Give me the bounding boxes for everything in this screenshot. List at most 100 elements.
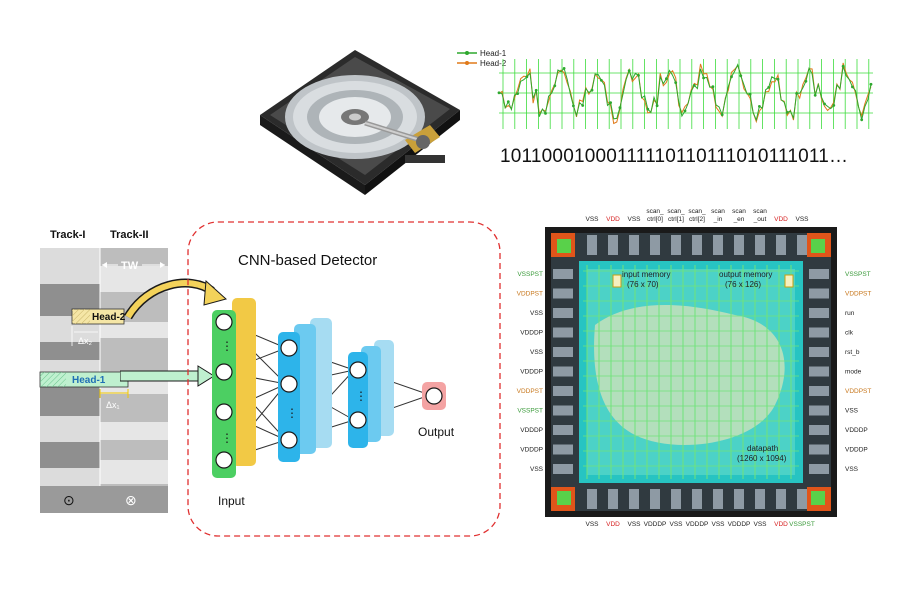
pin-label: VDDDP <box>520 447 543 454</box>
pad-top <box>650 235 660 255</box>
pin-label: VSSPST <box>789 521 815 528</box>
input-memory-size: (76 x 70) <box>627 280 659 289</box>
track-width-label: TW <box>121 260 139 272</box>
pad-left <box>553 464 573 474</box>
pad-left <box>553 347 573 357</box>
pin-label: rst_b <box>845 349 860 356</box>
pad-left <box>553 366 573 377</box>
pin-label: VSSPST <box>845 271 871 278</box>
sample-dot <box>497 91 501 95</box>
pad-right <box>809 386 829 396</box>
pin-label: VDDDP <box>845 447 868 454</box>
pin-label: VDDPST <box>517 291 543 298</box>
head2-offset-label: Δx₂ <box>78 336 93 346</box>
sample-dot <box>795 92 798 95</box>
sample-dot <box>785 111 789 114</box>
pin-label: VSS <box>711 521 725 528</box>
sample-dot <box>665 77 668 81</box>
pad-bottom <box>650 489 660 509</box>
pin-label: VDD <box>774 216 788 223</box>
detector-boundary <box>187 221 501 537</box>
sample-dot <box>646 107 650 111</box>
pad-right <box>809 405 829 416</box>
pad-bottom <box>629 489 639 509</box>
svg-text:⋮: ⋮ <box>221 431 233 445</box>
pin-label: VSS <box>530 349 544 356</box>
sample-dot <box>525 75 529 79</box>
sample-dot <box>758 105 761 108</box>
input-arrows <box>120 278 228 387</box>
pad-right <box>809 347 829 357</box>
legend-head1: Head-1 <box>480 49 507 58</box>
sample-dot <box>506 100 510 104</box>
sample-dot <box>544 112 547 115</box>
pin-label: mode <box>845 369 862 376</box>
pin-label: VSS <box>795 216 809 223</box>
pad-bottom <box>713 489 723 509</box>
output-label: Output <box>418 425 455 439</box>
pin-label: run <box>845 310 855 317</box>
pad-right <box>809 269 829 279</box>
pin-label: VDDDP <box>520 427 543 434</box>
pin-label: VSSPST <box>517 408 543 415</box>
output-node <box>425 387 443 405</box>
hidden1-node <box>280 375 298 393</box>
pin-label: VSS <box>845 408 859 415</box>
waveform-legend: Head-1 Head-2 <box>457 49 507 68</box>
pad-top <box>755 235 765 255</box>
hidden2-node <box>349 411 367 429</box>
track2-label: Track-II <box>110 229 149 241</box>
pad-right <box>809 425 829 435</box>
pad-top <box>671 235 681 255</box>
output-memory-label: output memory <box>719 270 772 279</box>
pin-label: VSS <box>530 466 544 473</box>
pin-label: VDDDP <box>845 427 868 434</box>
pin-label: VDDDP <box>728 521 751 528</box>
pin-label: VSS <box>585 521 599 528</box>
sample-dot <box>581 104 585 107</box>
pad-bottom <box>587 489 597 509</box>
pin-label: VDDDP <box>644 521 667 528</box>
pin-label: scan_ctrl[1] <box>667 208 685 223</box>
cnn-title: CNN-based Detector <box>238 252 377 269</box>
pin-label: VSS <box>585 216 599 223</box>
pin-label: VSS <box>845 466 859 473</box>
sample-dot <box>627 69 631 72</box>
datapath-region <box>594 305 785 445</box>
io-pads <box>553 235 829 509</box>
sample-dot <box>851 85 854 89</box>
pin-label: scan_en <box>732 208 746 223</box>
input-node <box>215 403 233 421</box>
pad-left <box>553 269 573 279</box>
pad-right <box>809 288 829 299</box>
svg-text:⋮: ⋮ <box>355 389 367 403</box>
sample-dot <box>804 79 808 83</box>
input-yellow-layer <box>232 298 256 466</box>
sample-dot <box>748 92 752 96</box>
pad-right <box>809 464 829 474</box>
pad-right <box>809 366 829 377</box>
sample-dot <box>674 81 678 84</box>
head1-offset-label: Δx₁ <box>106 400 120 410</box>
track1-direction-icon: ⊙ <box>63 492 75 508</box>
sample-dot <box>609 101 612 104</box>
pad-right <box>809 444 829 455</box>
output-memory-size: (76 x 126) <box>725 280 761 289</box>
hidden1-layer <box>278 332 300 462</box>
sample-dot <box>618 106 622 110</box>
datapath-size: (1260 x 1094) <box>737 454 787 463</box>
track1-label: Track-I <box>50 229 85 241</box>
sample-dot <box>739 74 743 78</box>
sample-dot <box>823 102 826 106</box>
pin-label: clk <box>845 330 854 337</box>
pad-top <box>629 235 639 255</box>
sample-dot <box>534 88 538 92</box>
output-memory-block <box>784 274 794 288</box>
input-label: Input <box>218 494 245 508</box>
sample-dot <box>730 75 733 79</box>
input-memory-label: input memory <box>622 270 670 279</box>
pad-right <box>809 308 829 318</box>
pin-label: VSS <box>669 521 683 528</box>
pad-left <box>553 308 573 318</box>
